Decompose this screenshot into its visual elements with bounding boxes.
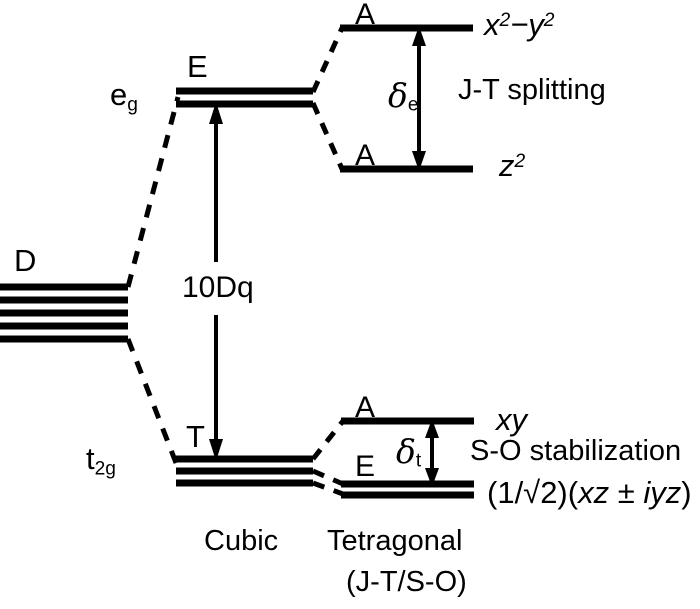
label-x2y2-term: A xyxy=(355,0,376,31)
label-jt-splitting: J-T splitting xyxy=(458,74,606,106)
label-so-stabilization: S-O stabilization xyxy=(470,435,682,467)
delta-e-subscript: e xyxy=(407,94,419,116)
label-z2-term: A xyxy=(355,139,376,172)
label-eg-subscript: g xyxy=(127,94,138,116)
label-orbital-z2: z2 xyxy=(499,150,525,181)
orbital-norm-suffix: ) xyxy=(681,475,692,510)
label-t2g-subscript: 2g xyxy=(94,458,116,480)
level-line-group-E-eg xyxy=(176,87,313,108)
correlation-line-eg-to-z2 xyxy=(310,101,345,171)
delta-t-arrow xyxy=(425,419,439,487)
column-caption-cubic: Cubic xyxy=(204,525,279,557)
correlation-line-D-to-eg xyxy=(125,96,181,288)
orbital-x-exp: 2 xyxy=(499,9,511,31)
orbital-z: z xyxy=(499,148,515,183)
label-cubic-E-term: E xyxy=(187,49,208,84)
column-subcaption-tetragonal: (J-T/S-O) xyxy=(346,566,467,598)
delta-e-glyph: δ xyxy=(388,76,408,115)
label-orbital-x2-y2: x2−y2 xyxy=(484,9,554,40)
label-xz-iyz-term: E xyxy=(355,450,376,483)
orbital-x: x xyxy=(484,7,500,42)
correlation-line-D-to-t2g xyxy=(125,338,181,469)
orbital-y-exp: 2 xyxy=(543,9,555,31)
correlation-line-t2g-to-E xyxy=(312,468,344,487)
orbital-minus-y: −y xyxy=(510,7,544,42)
label-delta-t: δt xyxy=(396,435,421,470)
correlation-line-t2g-to-xy xyxy=(311,419,345,461)
level-line-group-E-tetragonal xyxy=(341,480,474,499)
splitting-arrow-10Dq xyxy=(209,102,223,461)
level-line-group-D xyxy=(0,283,128,343)
correlation-line-t2g-to-E-lower xyxy=(312,480,344,497)
delta-t-glyph: δ xyxy=(396,432,416,471)
orbital-xz-iyz-body: xz ± iyz xyxy=(578,475,682,510)
label-delta-e: δe xyxy=(388,79,418,114)
label-orbital-xz-iyz: (1/√2)(xz ± iyz) xyxy=(487,477,692,508)
delta-t-subscript: t xyxy=(415,450,422,472)
column-caption-tetragonal: Tetragonal xyxy=(327,525,463,557)
label-xy-term: A xyxy=(355,391,376,424)
label-t2g-configuration: t2g xyxy=(86,443,116,479)
label-t2g-text: t xyxy=(86,441,95,476)
label-orbital-xy: xy xyxy=(496,402,527,437)
correlation-line-eg-to-x2y2 xyxy=(310,26,345,94)
label-eg-configuration: eg xyxy=(110,79,138,115)
level-line-group-T-t2g xyxy=(176,455,313,487)
label-cubic-T-term: T xyxy=(186,419,205,454)
label-eg-text: e xyxy=(110,77,128,112)
label-free-ion-term: D xyxy=(14,243,37,278)
orbital-z-exp: 2 xyxy=(514,150,526,172)
orbital-norm-prefix: (1/√2)( xyxy=(487,475,579,510)
label-10dq: 10Dq xyxy=(182,271,254,304)
delta-e-arrow xyxy=(412,26,426,171)
